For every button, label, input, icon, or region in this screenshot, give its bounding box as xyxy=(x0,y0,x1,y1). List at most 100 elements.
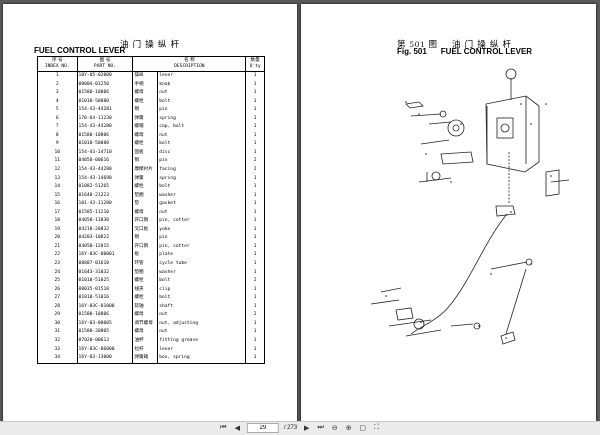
table-cell: pin xyxy=(157,157,247,167)
table-cell: 固板 xyxy=(132,148,159,158)
table-cell: 1 xyxy=(245,123,265,132)
table-cell: 1 xyxy=(245,302,265,312)
table-cell: 29 xyxy=(37,311,78,320)
table-cell: 18 xyxy=(37,217,78,226)
table-cell: nut xyxy=(157,328,247,337)
table-cell: 31 xyxy=(37,328,78,337)
zoom-out-button[interactable]: ⊖ xyxy=(330,423,339,433)
table-cell: 2 xyxy=(245,157,265,167)
table-cell: 1 xyxy=(245,89,265,98)
table-cell: 手柄 xyxy=(132,80,159,90)
table-cell: 14 xyxy=(37,183,78,192)
figure-number-en: Fig. 501 xyxy=(397,47,427,56)
table-cell: 1 xyxy=(245,242,265,252)
table-cell: 弹簧箱 xyxy=(132,354,159,364)
table-cell: bolt xyxy=(157,277,247,286)
table-cell: 1 xyxy=(245,106,265,115)
table-cell: 2 xyxy=(245,166,265,175)
table-cell: pin xyxy=(157,234,247,243)
table-cell: 叉口板 xyxy=(132,225,159,235)
table-cell: 16Y-03-13000 xyxy=(76,354,134,364)
table-cell: 21 xyxy=(37,242,78,252)
table-cell: yoke xyxy=(157,225,247,235)
first-page-icon: ⏮ xyxy=(220,424,227,431)
table-cell: 螺母 xyxy=(132,208,159,218)
table-cell: 20 xyxy=(37,234,78,243)
table-cell: cycle tube xyxy=(157,260,247,269)
total-pages-label: / 273 xyxy=(283,425,298,431)
table-cell: 1 xyxy=(245,183,265,192)
table-cell: 16Y-03C-00001 xyxy=(76,251,134,261)
table-cell: 10Y-05-02000 xyxy=(76,71,134,81)
table-cell: knob xyxy=(157,80,247,90)
table-cell: bolt xyxy=(157,97,247,107)
fullscreen-icon: ⛶ xyxy=(374,424,380,431)
last-page-icon: ⏭ xyxy=(317,424,324,431)
table-cell: 08004-01250 xyxy=(76,80,134,90)
table-cell: nut xyxy=(157,89,247,98)
zoom-in-button[interactable]: ⊕ xyxy=(344,423,353,433)
table-cell: 3 xyxy=(37,89,78,98)
table-cell: 1 xyxy=(245,97,265,107)
table-cell: 04050-12015 xyxy=(76,242,134,252)
page-number-input[interactable] xyxy=(246,423,279,433)
table-cell: 24 xyxy=(37,268,78,278)
table-cell: 8 xyxy=(37,131,78,141)
table-cell: 1 xyxy=(245,71,265,81)
table-cell: 01010-51016 xyxy=(76,294,134,303)
table-cell: 7 xyxy=(37,123,78,132)
table-cell: 32 xyxy=(37,336,78,346)
table-cell: 2 xyxy=(245,311,265,320)
fit-page-button[interactable]: ▢ xyxy=(358,423,367,433)
table-cell: nut xyxy=(157,208,247,218)
table-cell: 弹簧 xyxy=(132,174,159,184)
table-cell: 01580-10806 xyxy=(76,311,134,320)
table-cell: 1 xyxy=(245,285,265,295)
table-cell: 2 xyxy=(245,277,265,286)
table-cell: 25 xyxy=(37,277,78,286)
table-cell: 19 xyxy=(37,225,78,235)
table-cell: 28 xyxy=(37,302,78,312)
zoom-out-icon: ⊖ xyxy=(331,425,338,432)
table-cell: 11 xyxy=(37,157,78,167)
table-cell: 1 xyxy=(245,336,265,346)
table-cell: 101-43-11280 xyxy=(76,200,134,209)
table-cell: 33 xyxy=(37,345,78,355)
next-page-button[interactable]: ▶ xyxy=(302,423,311,433)
table-cell: 环管 xyxy=(132,260,159,269)
table-cell: 1 xyxy=(245,191,265,201)
previous-page-button[interactable]: ◀ xyxy=(233,423,242,433)
last-page-button[interactable]: ⏭ xyxy=(316,423,325,433)
table-cell: 04050-00616 xyxy=(76,157,134,167)
first-page-button[interactable]: ⏮ xyxy=(219,423,228,433)
table-cell: 螺栓 xyxy=(132,294,159,303)
table-cell: 170-64-11230 xyxy=(76,114,134,124)
table-cell: gasket xyxy=(157,200,247,209)
table-cell: 01010-50880 xyxy=(76,97,134,107)
table-cell: 6 xyxy=(37,114,78,124)
table-cell: 01640-21223 xyxy=(76,191,134,201)
fullscreen-button[interactable]: ⛶ xyxy=(372,423,381,433)
table-cell: washer xyxy=(157,191,247,201)
table-cell: 08887-01610 xyxy=(76,260,134,269)
table-cell: 17 xyxy=(37,208,78,218)
